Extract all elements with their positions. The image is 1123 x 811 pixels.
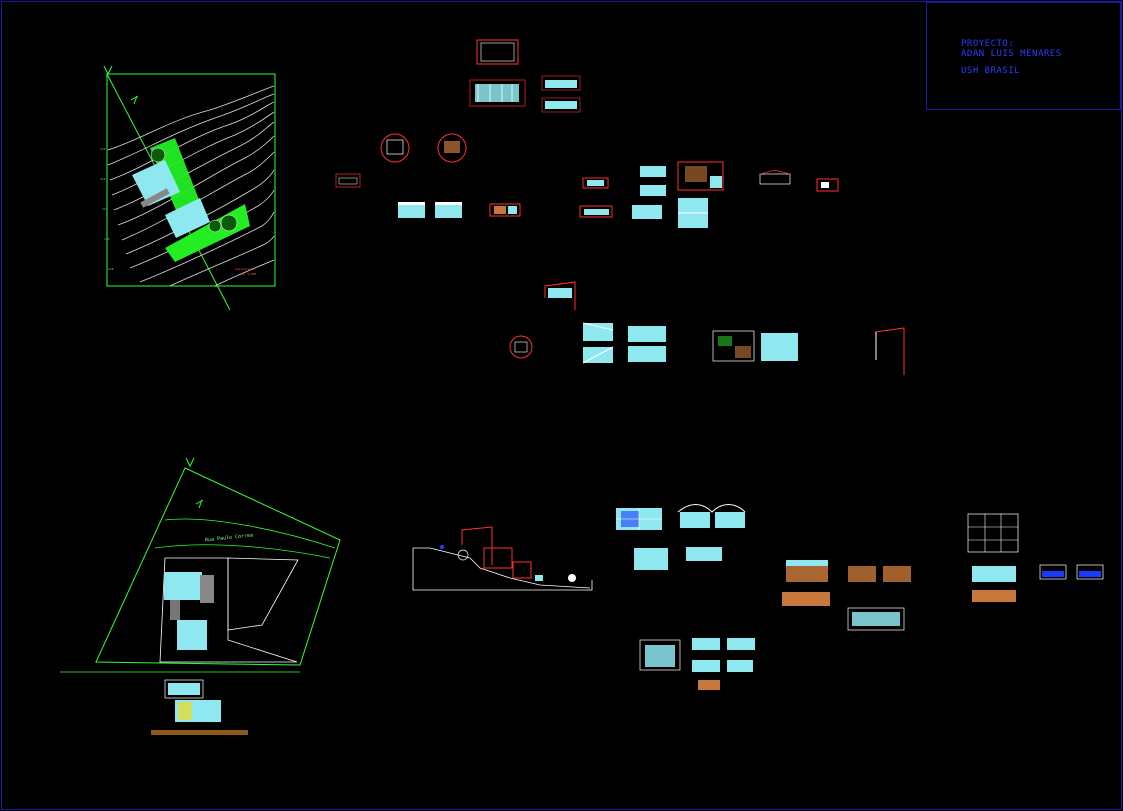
- svg-text:110: 110: [100, 147, 106, 151]
- section-details-middle: [509, 281, 905, 375]
- svg-text:118: 118: [108, 267, 114, 271]
- plans-elevations-lower-right: [616, 504, 1104, 690]
- title-block-author: ADAN LUIS MENARES: [961, 49, 1062, 59]
- svg-text:Implantação: Implantação: [235, 267, 255, 271]
- svg-text:esc 1/200: esc 1/200: [240, 272, 256, 276]
- svg-text:116: 116: [104, 237, 110, 241]
- title-block-location: USH BRASIL: [961, 66, 1021, 76]
- svg-text:112: 112: [100, 177, 106, 181]
- terrain-section: [412, 526, 593, 591]
- title-block-project-label: PROYECTO:: [961, 39, 1015, 49]
- title-block: PROYECTO: ADAN LUIS MENARES USH BRASIL: [926, 2, 1121, 110]
- plan-details-top: [335, 39, 839, 228]
- svg-text:114: 114: [102, 207, 108, 211]
- site-plan-upper: 110 112 114 116 118 Implantação esc 1/200: [100, 65, 276, 311]
- site-plan-lower: [60, 457, 341, 735]
